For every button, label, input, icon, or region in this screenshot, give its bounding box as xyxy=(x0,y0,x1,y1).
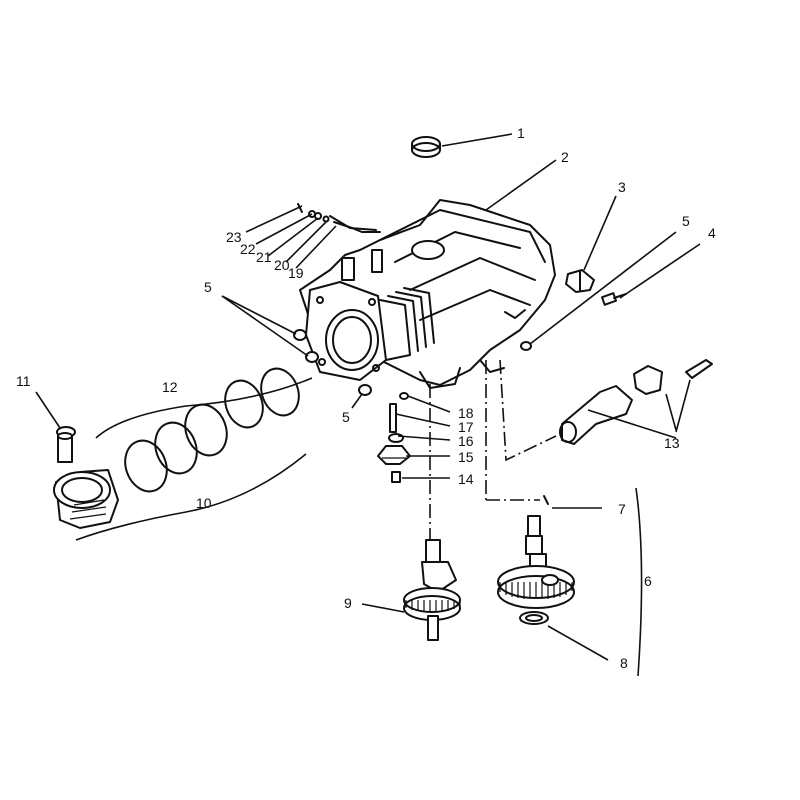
callout-17: 17 xyxy=(458,419,474,435)
callout-3: 3 xyxy=(618,179,626,195)
part-1-ring xyxy=(411,136,441,158)
callout-5-right: 5 xyxy=(682,213,690,229)
leader-lines xyxy=(35,133,701,677)
part-3-bracket xyxy=(565,269,595,293)
crankcase-icon xyxy=(299,199,556,389)
governor-assembly xyxy=(377,392,411,483)
callout-1: 1 xyxy=(517,125,525,141)
callout-10: 10 xyxy=(196,495,212,511)
callout-19: 19 xyxy=(288,265,304,281)
callout-15: 15 xyxy=(458,449,474,465)
parts-19-23-hardware xyxy=(297,203,381,233)
part-4-bolt xyxy=(600,292,627,306)
callout-13: 13 xyxy=(664,435,680,451)
part-5-dowels xyxy=(293,329,532,396)
callout-2: 2 xyxy=(561,149,569,165)
callout-6: 6 xyxy=(644,573,652,589)
callout-23: 23 xyxy=(226,229,242,245)
callout-18: 18 xyxy=(458,405,474,421)
callout-14: 14 xyxy=(458,471,474,487)
callout-22: 22 xyxy=(240,241,256,257)
callout-labels: 1 2 3 5 4 5 5 23 22 21 20 19 11 12 10 18… xyxy=(16,125,716,671)
piston-rings xyxy=(124,367,300,493)
callout-12: 12 xyxy=(162,379,178,395)
callout-16: 16 xyxy=(458,433,474,449)
piston-icon xyxy=(53,469,119,529)
part-11-wrist-pin xyxy=(56,426,76,463)
callout-21: 21 xyxy=(256,249,272,265)
callout-5-left: 5 xyxy=(204,279,212,295)
callout-20: 20 xyxy=(274,257,290,273)
crankshaft-icon xyxy=(403,539,461,641)
alignment-lines xyxy=(429,359,557,540)
callout-9: 9 xyxy=(344,595,352,611)
callout-8: 8 xyxy=(620,655,628,671)
callout-7: 7 xyxy=(618,501,626,517)
callout-11: 11 xyxy=(16,373,31,389)
camshaft-icon xyxy=(497,495,575,625)
callout-5-bottom: 5 xyxy=(342,409,350,425)
part-13-tappets xyxy=(559,359,713,445)
callout-4: 4 xyxy=(708,225,716,241)
